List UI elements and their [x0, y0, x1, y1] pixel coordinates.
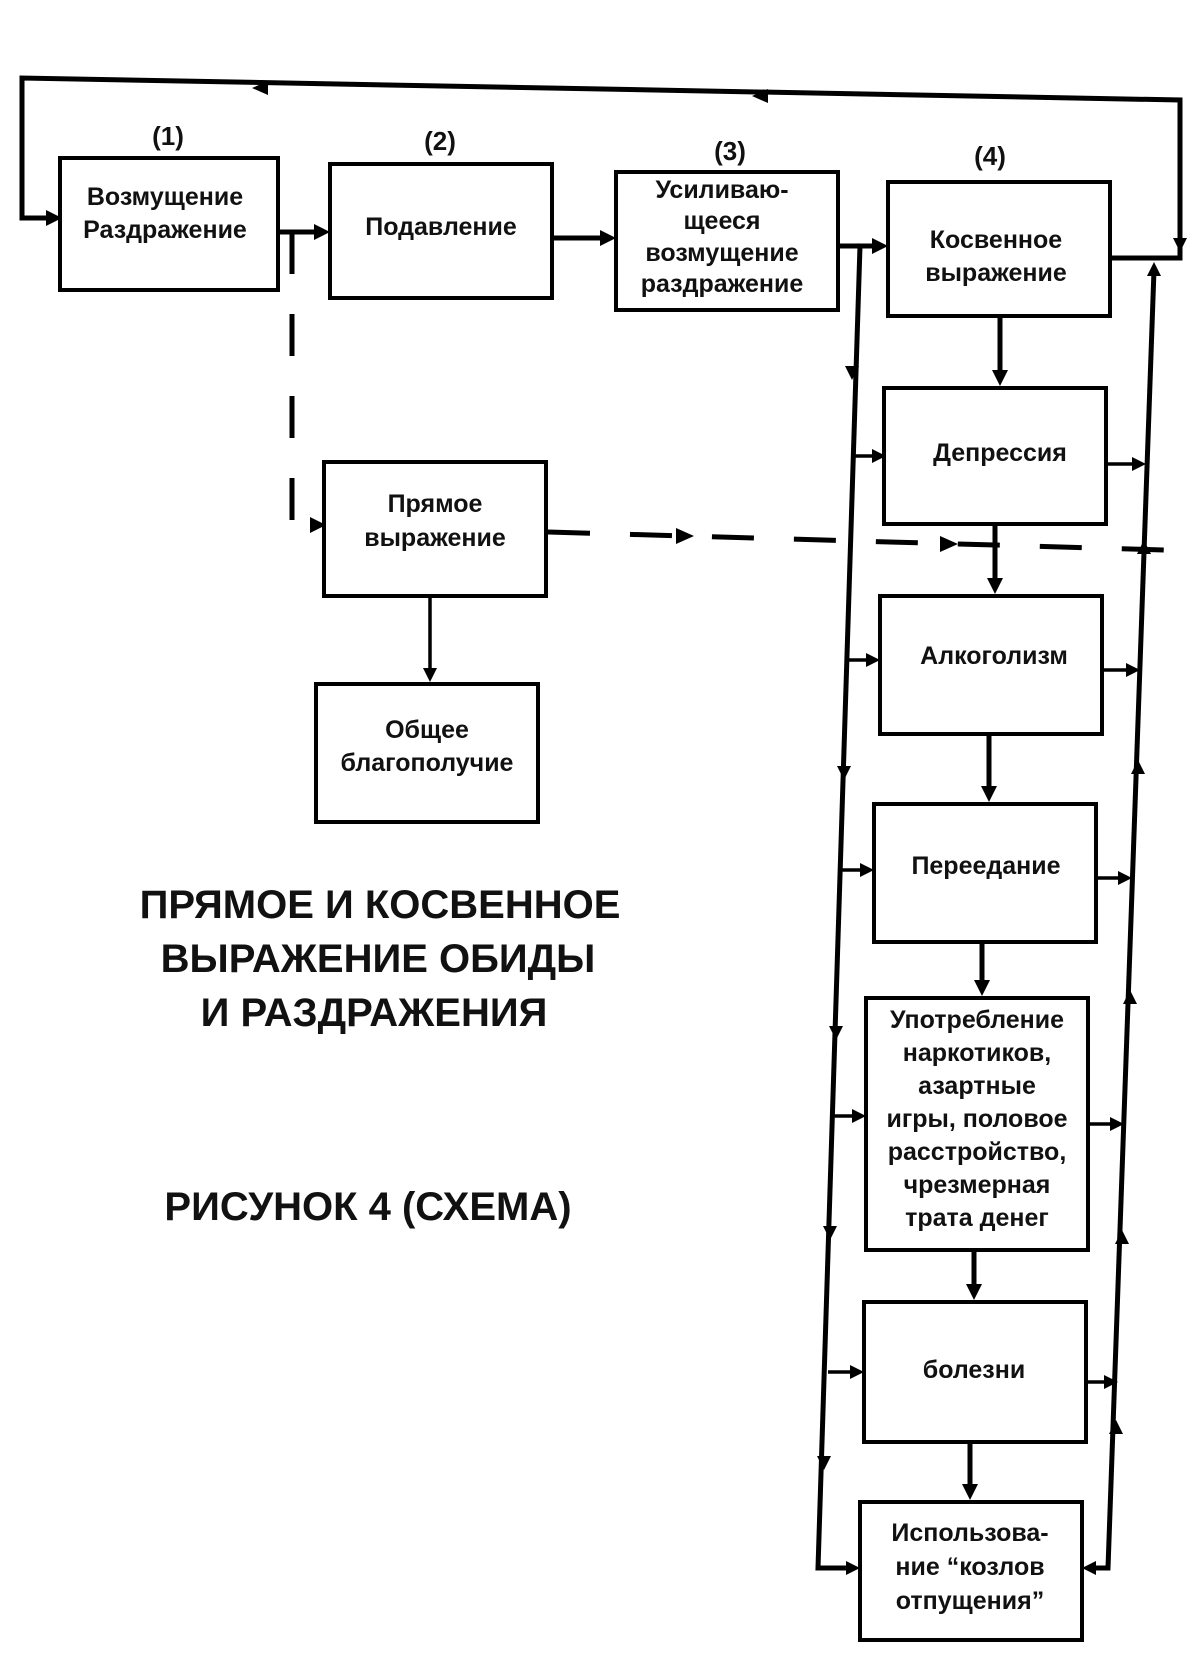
feedback-loop — [19, 75, 1187, 261]
scapegoating-line-2: ние “козлов — [895, 1553, 1044, 1581]
diagram-title: ПРЯМОЕ И КОСВЕННОЕ ВЫРАЖЕНИЕ ОБИДЫ И РАЗ… — [140, 883, 621, 1035]
title-line-3: И РАЗДРАЖЕНИЯ — [201, 991, 548, 1035]
stage-3-line-1: Усиливаю- — [655, 176, 788, 204]
stage-1: (1) Возмущение Раздражение — [58, 121, 280, 292]
stage-1-line-2: Раздражение — [83, 216, 247, 244]
right-bus — [1091, 262, 1161, 1571]
stage-2-number: (2) — [424, 126, 456, 156]
stage-4-number: (4) — [974, 141, 1006, 171]
general-wellbeing-box — [314, 682, 540, 824]
stage-2-line-1: Подавление — [365, 213, 517, 241]
stage-1-box — [58, 156, 280, 292]
overeating-box — [872, 802, 1098, 944]
drugs-line-2: наркотиков, — [903, 1039, 1052, 1067]
direct-expression-line-1: Прямое — [388, 490, 483, 518]
alcoholism-label: Алкоголизм — [920, 642, 1068, 670]
overeating-label: Переедание — [911, 852, 1060, 880]
diseases-label: болезни — [923, 1356, 1025, 1384]
form-drugs-gambling: Употребление наркотиков, азартные игры, … — [834, 996, 1124, 1252]
stage-1-number: (1) — [152, 121, 184, 151]
drugs-line-1: Употребление — [890, 1006, 1064, 1034]
stage-3: (3) Усиливаю- щееся возмущение раздражен… — [614, 136, 840, 312]
stage-3-line-4: раздражение — [641, 270, 804, 298]
direct-expression-line-2: выражение — [364, 524, 506, 552]
form-depression: Депрессия — [852, 386, 1146, 526]
title-line-2: ВЫРАЖЕНИЕ ОБИДЫ — [161, 937, 596, 981]
general-wellbeing-line-1: Общее — [385, 716, 469, 744]
stage-3-box — [614, 170, 840, 312]
general-wellbeing: Общее благополучие — [314, 682, 540, 824]
drugs-line-6: чрезмерная — [904, 1171, 1051, 1199]
stage-4-line-2: выражение — [925, 259, 1067, 287]
stage-4-line-1: Косвенное — [930, 226, 1063, 254]
drugs-line-4: игры, половое — [886, 1105, 1067, 1133]
stage-4: (4) Косвенное выражение — [886, 141, 1112, 318]
depression-box — [882, 386, 1108, 526]
direct-branch — [289, 232, 326, 533]
direct-dashed-link — [547, 528, 1166, 553]
stage-3-line-3: возмущение — [645, 239, 798, 267]
title-line-1: ПРЯМОЕ И КОСВЕННОЕ — [140, 883, 621, 927]
stage-flow-arrows — [277, 224, 888, 254]
scapegoating-line-1: Использова- — [891, 1519, 1048, 1547]
drugs-line-7: трата денег — [905, 1204, 1049, 1232]
chain-arrows — [962, 315, 1008, 1500]
form-scapegoating: Использова- ние “козлов отпущения” — [846, 1500, 1096, 1642]
stage-2-box — [328, 162, 554, 300]
figure-caption: РИСУНОК 4 (СХЕМА) — [164, 1185, 571, 1229]
general-wellbeing-line-2: благополучие — [341, 749, 514, 777]
diseases-box — [862, 1300, 1088, 1444]
alcoholism-box — [878, 594, 1104, 736]
form-overeating: Переедание — [840, 802, 1132, 944]
scapegoating-box — [858, 1500, 1084, 1642]
form-diseases: болезни — [828, 1300, 1118, 1444]
direct-expression-box — [322, 460, 548, 598]
form-alcoholism: Алкоголизм — [846, 594, 1140, 736]
drugs-line-5: расстройство, — [888, 1138, 1067, 1166]
direct-to-wellbeing-arrow — [423, 598, 437, 682]
stage-2: (2) Подавление — [328, 126, 554, 300]
stage-3-line-2: щееся — [683, 207, 760, 235]
drugs-line-3: азартные — [918, 1072, 1036, 1100]
stage-3-number: (3) — [714, 136, 746, 166]
stage-4-box — [886, 180, 1112, 318]
direct-expression: Прямое выражение — [322, 460, 548, 598]
left-bus — [815, 243, 863, 1571]
drugs-gambling-box — [864, 996, 1090, 1252]
depression-label: Депрессия — [933, 439, 1067, 467]
stage-1-line-1: Возмущение — [87, 183, 243, 211]
scapegoating-line-3: отпущения” — [896, 1587, 1044, 1615]
